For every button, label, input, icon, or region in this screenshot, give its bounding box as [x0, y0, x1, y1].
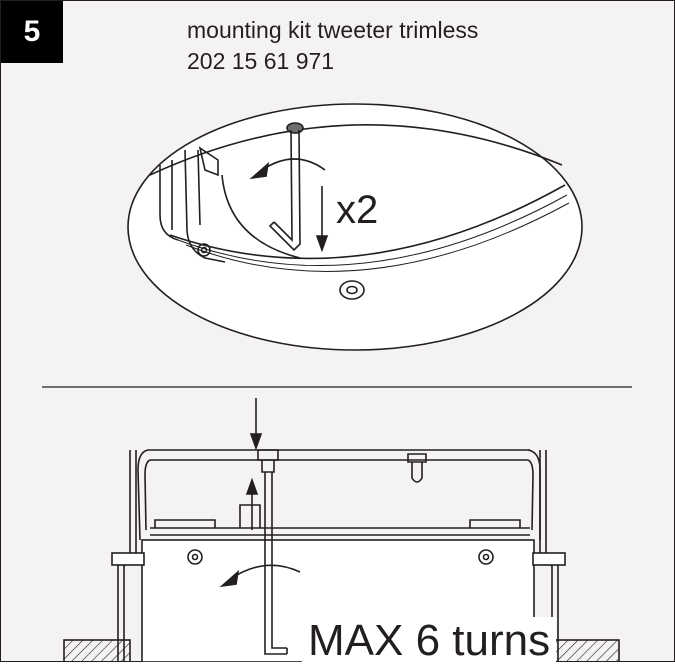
- product-code: 202 15 61 971: [187, 48, 335, 74]
- mounting-screw-left-icon: [257, 449, 279, 473]
- detail-view: [127, 103, 583, 351]
- frame-rail: [148, 449, 530, 461]
- bracket: [159, 149, 226, 263]
- trim-screw-icon: [339, 280, 365, 300]
- repeat-count-label: x2: [336, 188, 379, 232]
- mounting-screw-right-icon: [407, 453, 427, 483]
- title-block: mounting kit tweeter trimless 202 15 61 …: [187, 15, 478, 77]
- step-number-badge: 5: [1, 1, 63, 63]
- trim-ring-outer: [149, 124, 563, 176]
- face-screw-left-icon: [187, 549, 203, 565]
- max-turns-label: MAX 6 turns: [302, 617, 557, 665]
- allen-key-assembly-icon: [264, 472, 288, 655]
- product-name: mounting kit tweeter trimless: [187, 17, 479, 43]
- ceiling-left: [63, 639, 131, 662]
- detail-ellipse: [127, 103, 583, 351]
- allen-key-detail-icon: [268, 122, 304, 252]
- face-screw-right-icon: [478, 549, 494, 565]
- bracket-screw-icon: [197, 243, 211, 257]
- trim-ring-rim: [169, 184, 566, 260]
- ceiling-right: [552, 639, 620, 662]
